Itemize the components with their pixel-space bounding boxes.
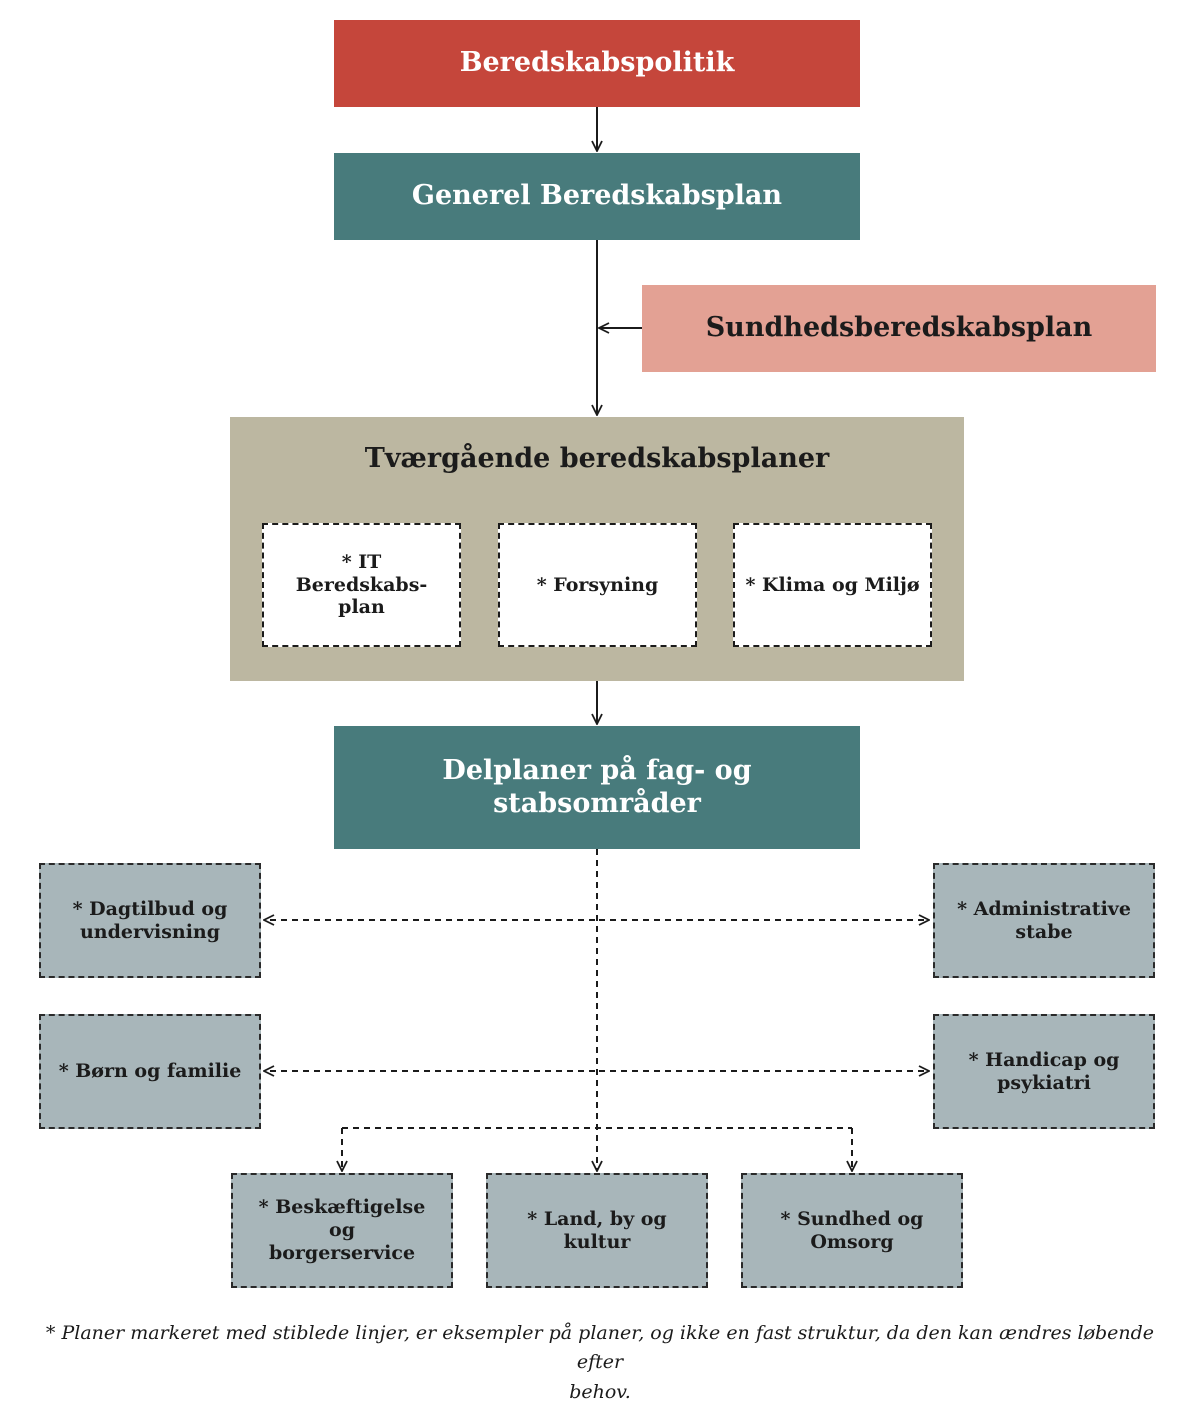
delplaner-line2: stabsområder (493, 787, 701, 819)
health-plan-label: Sundhedsberedskabsplan (705, 312, 1093, 344)
area-dagtilbud-line2: undervisning (79, 920, 221, 943)
area-land-line1: * Land, by og (527, 1207, 667, 1230)
delplaner-box: Delplaner på fag- og stabsområder (334, 726, 860, 849)
area-handicap-line2: psykiatri (997, 1071, 1091, 1094)
cross-item-it: * IT Beredskabs- plan (262, 523, 461, 647)
cross-cutting-title: Tværgående beredskabsplaner (364, 443, 830, 474)
cross-item-forsyning: * Forsyning (498, 523, 697, 647)
area-administrative-line2: stabe (1015, 920, 1073, 943)
area-administrative: * Administrative stabe (933, 863, 1155, 978)
area-sundhed-line2: Omsorg (810, 1230, 894, 1253)
area-land: * Land, by og kultur (486, 1173, 708, 1288)
area-land-line2: kultur (563, 1230, 631, 1253)
health-plan-box: Sundhedsberedskabsplan (642, 285, 1156, 372)
cross-item-forsyning-line1: * Forsyning (536, 573, 659, 596)
cross-item-klima: * Klima og Miljø (733, 523, 932, 647)
footnote: * Planer markeret med stiblede linjer, e… (30, 1319, 1170, 1407)
area-administrative-line1: * Administrative (957, 897, 1131, 920)
cross-item-klima-line1: * Klima og Miljø (745, 573, 920, 596)
area-beskaeftigelse: * Beskæftigelse og borgerservice (231, 1173, 453, 1288)
delplaner-line1: Delplaner på fag- og (442, 755, 752, 787)
area-born: * Børn og familie (39, 1014, 261, 1129)
area-handicap: * Handicap og psykiatri (933, 1014, 1155, 1129)
area-beskaeftigelse-line2: borgerservice (268, 1241, 416, 1264)
footnote-line1: * Planer markeret med stiblede linjer, e… (45, 1322, 1155, 1374)
policy-box: Beredskabspolitik (334, 20, 860, 107)
cross-item-it-line2: plan (338, 596, 385, 619)
area-sundhed: * Sundhed og Omsorg (741, 1173, 963, 1288)
footnote-line2: behov. (569, 1380, 631, 1403)
area-born-line1: * Børn og familie (58, 1060, 242, 1083)
area-sundhed-line1: * Sundhed og (780, 1207, 924, 1230)
area-dagtilbud-line1: * Dagtilbud og (72, 897, 228, 920)
general-plan-box: Generel Beredskabsplan (334, 153, 860, 240)
policy-label: Beredskabspolitik (459, 47, 735, 79)
cross-item-it-line1: * IT Beredskabs- (295, 550, 428, 596)
area-beskaeftigelse-line1: * Beskæftigelse og (258, 1196, 426, 1242)
area-dagtilbud: * Dagtilbud og undervisning (39, 863, 261, 978)
general-plan-label: Generel Beredskabsplan (411, 180, 783, 212)
area-handicap-line1: * Handicap og (968, 1048, 1120, 1071)
